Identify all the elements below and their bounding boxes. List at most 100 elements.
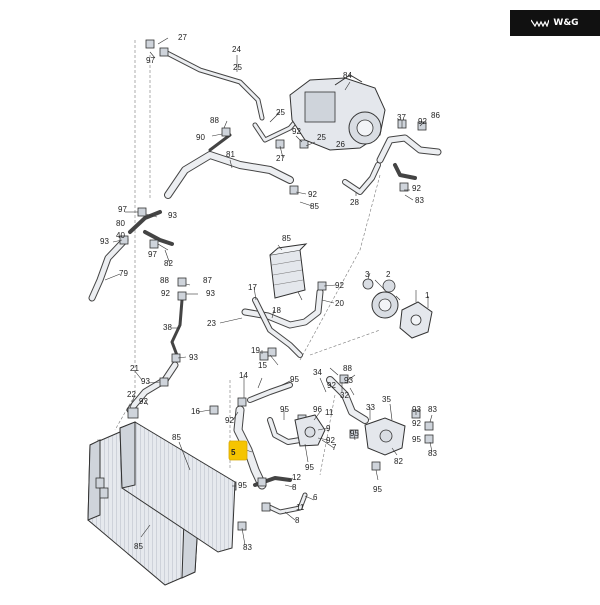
part-label-31: 33 bbox=[366, 403, 375, 412]
part-label-97b: 97 bbox=[118, 205, 127, 214]
part-label-92h: 92 bbox=[225, 416, 234, 425]
part-label-11b: 11 bbox=[296, 503, 305, 512]
turbocharger bbox=[289, 74, 386, 151]
part-label-96: 96 bbox=[313, 405, 322, 414]
part-label-15: 15 bbox=[258, 361, 267, 370]
part-label-76: 83 bbox=[428, 405, 437, 414]
part-label-18: 18 bbox=[272, 306, 281, 315]
part-label-93f: 93 bbox=[344, 376, 353, 385]
part-label-95c: 95 bbox=[305, 463, 314, 472]
part-label-92b: 92 bbox=[308, 190, 317, 199]
part-label-27b: 27 bbox=[276, 154, 285, 163]
part-label-33: 35 bbox=[382, 395, 391, 404]
part-label-95g: 95 bbox=[238, 481, 247, 490]
part-label-92i: 92 bbox=[326, 436, 335, 445]
part-label-92k: 92 bbox=[412, 419, 421, 428]
part-label-92e: 92 bbox=[161, 289, 170, 298]
brand-badge: W&G bbox=[510, 10, 600, 36]
part-label-9: 9 bbox=[326, 424, 331, 433]
part-label-2: 2 bbox=[386, 270, 391, 279]
part-label-88b: 88 bbox=[160, 276, 169, 285]
part-label-93b: 93 bbox=[100, 237, 109, 246]
part-label-95e: 95 bbox=[412, 435, 421, 444]
part-label-92d: 92 bbox=[412, 184, 421, 193]
part-label-22: 22 bbox=[127, 390, 136, 399]
part-label-25b: 25 bbox=[276, 108, 285, 117]
part-label-80: 85 bbox=[282, 234, 291, 243]
part-label-11: 11 bbox=[325, 408, 334, 417]
part-label-92j: 92 bbox=[327, 381, 336, 390]
water-pump bbox=[362, 278, 433, 339]
part-label-19: 19 bbox=[251, 346, 260, 355]
part-label-8: 8 bbox=[292, 483, 297, 492]
part-label-17: 17 bbox=[248, 283, 257, 292]
part-label-93g: 93 bbox=[412, 405, 421, 414]
part-label-93a: 93 bbox=[168, 211, 177, 220]
part-label-92c: 92 bbox=[418, 117, 427, 126]
part-label-93e: 93 bbox=[141, 377, 150, 386]
part-label-12: 12 bbox=[292, 473, 301, 482]
brand-text: W&G bbox=[553, 18, 579, 28]
part-label-93c: 93 bbox=[206, 289, 215, 298]
part-label-87: 87 bbox=[203, 276, 212, 285]
part-label-1: 1 bbox=[425, 291, 430, 300]
part-label-25c: 25 bbox=[317, 133, 326, 142]
part-label-7: 7 bbox=[332, 443, 337, 452]
coolant-pipe-flange bbox=[294, 414, 326, 447]
part-label-40: 82 bbox=[164, 259, 173, 268]
part-label-36: 40 bbox=[116, 231, 125, 240]
part-label-92a: 92 bbox=[292, 127, 301, 136]
callout-lines bbox=[104, 37, 433, 546]
part-label-37: 79 bbox=[119, 269, 128, 278]
part-label-81: 82 bbox=[394, 457, 403, 466]
part-label-3: 3 bbox=[365, 270, 370, 279]
part-label-97c: 97 bbox=[148, 250, 157, 259]
part-label-79: 83 bbox=[243, 543, 252, 552]
part-label-16: 16 bbox=[191, 407, 200, 416]
part-label-6: 6 bbox=[313, 493, 318, 502]
part-label-38: 80 bbox=[116, 219, 125, 228]
part-label-92f: 92 bbox=[335, 281, 344, 290]
part-label-30: 32 bbox=[340, 391, 349, 400]
part-label-92g: 92 bbox=[139, 397, 148, 406]
part-label-95f: 95 bbox=[373, 485, 382, 494]
part-label-8b: 8 bbox=[295, 516, 300, 525]
wg-wings-icon bbox=[531, 19, 550, 27]
part-label-20: 20 bbox=[335, 299, 344, 308]
part-label-14: 14 bbox=[239, 371, 248, 380]
highlight-box-5 bbox=[228, 440, 248, 461]
part-label-21: 21 bbox=[130, 364, 139, 373]
part-label-85: 85 bbox=[134, 542, 143, 551]
part-label-84: 85 bbox=[172, 433, 181, 442]
part-label-90: 90 bbox=[196, 133, 205, 142]
part-label-28: 28 bbox=[350, 198, 359, 207]
part-label-83: 85 bbox=[310, 202, 319, 211]
part-label-23: 23 bbox=[207, 319, 216, 328]
part-label-88c: 88 bbox=[343, 364, 352, 373]
part-label-95d: 95 bbox=[350, 429, 359, 438]
part-label-97: 97 bbox=[146, 56, 155, 65]
part-label-35: 37 bbox=[397, 113, 406, 122]
part-label-25: 25 bbox=[233, 63, 242, 72]
part-label-78: 83 bbox=[428, 449, 437, 458]
part-label-32: 34 bbox=[313, 368, 322, 377]
part-label-93d: 93 bbox=[189, 353, 198, 362]
part-label-39: 81 bbox=[226, 150, 235, 159]
radiator-84 bbox=[119, 421, 236, 553]
part-label-86: 86 bbox=[431, 111, 440, 120]
part-label-95a: 95 bbox=[290, 375, 299, 384]
part-label-34: 38 bbox=[163, 323, 172, 332]
part-label-88: 88 bbox=[210, 116, 219, 125]
part-label-27: 27 bbox=[178, 33, 187, 42]
part-label-24: 24 bbox=[232, 45, 241, 54]
part-label-82: 84 bbox=[343, 71, 352, 80]
thermostat-housing bbox=[364, 417, 406, 456]
part-label-26: 26 bbox=[336, 140, 345, 149]
part-labels: 27 97 24 25 84 25 88 90 81 27 92 25 26 9… bbox=[100, 33, 440, 552]
part-label-5: 5 bbox=[231, 448, 236, 457]
part-label-77: 83 bbox=[415, 196, 424, 205]
part-label-95b: 95 bbox=[280, 405, 289, 414]
coolant-reservoir bbox=[269, 243, 308, 299]
